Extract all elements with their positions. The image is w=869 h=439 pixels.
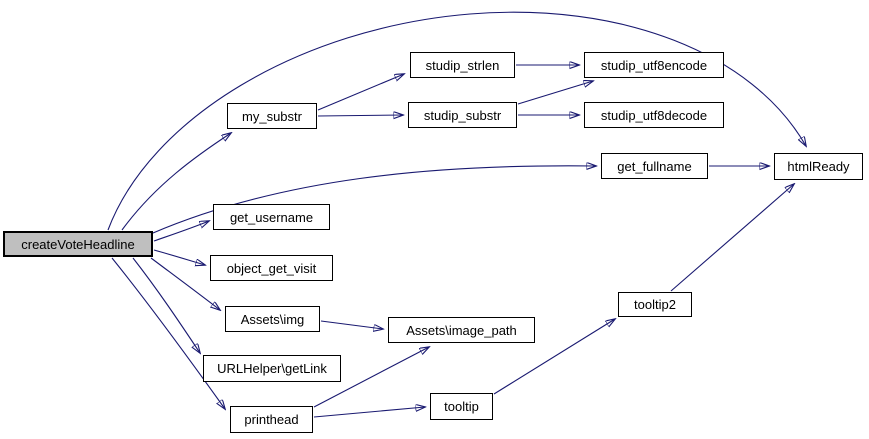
node-object_get_visit[interactable]: object_get_visit: [210, 255, 333, 281]
node-studip_strlen[interactable]: studip_strlen: [410, 52, 515, 78]
node-get_fullname[interactable]: get_fullname: [601, 153, 708, 179]
node-my_substr[interactable]: my_substr: [227, 103, 317, 129]
node-printhead[interactable]: printhead: [230, 406, 313, 433]
node-urlhelper-getlink[interactable]: URLHelper\getLink: [203, 355, 341, 382]
edge-createVoteHeadline-to-object_get_visit: [153, 249, 205, 265]
node-assets-image-path[interactable]: Assets\image_path: [388, 317, 535, 343]
node-studip_utf8encode[interactable]: studip_utf8encode: [584, 52, 724, 78]
node-tooltip[interactable]: tooltip: [430, 393, 493, 420]
edge-printhead-to-tooltip: [313, 407, 425, 418]
edge-my_substr-to-studip_strlen: [317, 74, 404, 111]
edge-tooltip2-to-htmlReady: [670, 184, 794, 292]
edge-my_substr-to-studip_substr: [317, 115, 403, 116]
node-assets-img[interactable]: Assets\img: [225, 306, 320, 332]
node-createVoteHeadline[interactable]: createVoteHeadline: [3, 231, 153, 257]
edge-createVoteHeadline-to-urlhelper_getlink: [132, 257, 200, 353]
node-studip_substr[interactable]: studip_substr: [408, 102, 517, 128]
edge-createVoteHeadline-to-printhead: [111, 257, 225, 409]
node-get_username[interactable]: get_username: [213, 204, 330, 230]
node-htmlReady[interactable]: htmlReady: [774, 153, 863, 180]
node-studip_utf8decode[interactable]: studip_utf8decode: [584, 102, 724, 128]
edge-studip_substr-to-studip_utf8encode: [517, 81, 593, 105]
edge-assets_img-to-assets_image_path: [320, 320, 383, 329]
node-tooltip2[interactable]: tooltip2: [618, 292, 692, 317]
edge-createVoteHeadline-to-get_username: [153, 221, 209, 242]
